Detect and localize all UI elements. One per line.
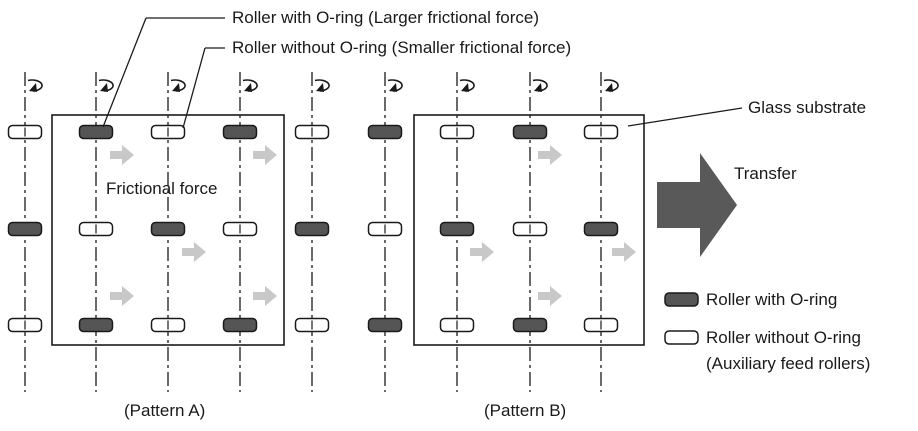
roller-with-oring <box>294 221 330 237</box>
glass-substrate-pattern-a <box>51 114 285 346</box>
roller-without-oring <box>222 221 258 237</box>
roller-with-oring <box>512 124 548 140</box>
callout-leader-without-oring <box>182 47 206 129</box>
rotation-arrow-icon <box>532 79 548 92</box>
roller-without-oring <box>150 317 186 333</box>
roller-without-oring <box>7 317 43 333</box>
roller-with-oring <box>78 124 114 140</box>
callout-leader-with-oring <box>102 17 147 128</box>
roller-without-oring <box>439 317 475 333</box>
roller-without-oring <box>7 124 43 140</box>
roller-with-oring <box>583 221 619 237</box>
transfer-arrow <box>657 153 737 257</box>
legend-label-with-oring: Roller with O-ring <box>706 290 838 309</box>
roller-without-oring <box>294 124 330 140</box>
roller-with-oring <box>78 317 114 333</box>
legend-label-without-oring: Roller without O-ring <box>706 328 861 347</box>
friction-arrow-icon <box>538 286 562 306</box>
transfer-label: Transfer <box>734 164 797 183</box>
friction-arrows <box>110 145 636 306</box>
roller-with-oring <box>367 317 403 333</box>
friction-arrow-icon <box>470 242 494 262</box>
friction-arrow-icon <box>110 145 134 165</box>
roller-without-oring <box>150 124 186 140</box>
roller-with-oring <box>7 221 43 237</box>
with-oring-callout-label: Roller with O-ring (Larger frictional fo… <box>232 8 540 27</box>
roller-with-oring <box>512 317 548 333</box>
rotation-arrow-icon <box>387 79 403 92</box>
rotation-icons <box>27 79 619 92</box>
without-oring-callout-label: Roller without O-ring (Smaller frictiona… <box>232 38 572 57</box>
roller-without-oring <box>439 124 475 140</box>
pattern-b-label: (Pattern B) <box>484 401 567 420</box>
frictional-force-label: Frictional force <box>106 179 218 198</box>
rotation-arrow-icon <box>242 79 258 92</box>
roller-without-oring <box>512 221 548 237</box>
roller-without-oring <box>367 221 403 237</box>
glass-substrate-pattern-b <box>413 114 645 346</box>
rotation-arrow-icon <box>98 79 114 92</box>
friction-arrow-icon <box>253 286 277 306</box>
roller-without-oring <box>583 124 619 140</box>
legend-label-auxiliary: (Auxiliary feed rollers) <box>706 354 871 373</box>
pattern-a-label: (Pattern A) <box>124 401 206 420</box>
rotation-arrow-icon <box>170 79 186 92</box>
roller-with-oring <box>222 317 258 333</box>
roller-without-oring <box>78 221 114 237</box>
roller-without-oring <box>583 317 619 333</box>
friction-arrow-icon <box>612 242 636 262</box>
glass-substrate-label: Glass substrate <box>748 98 867 117</box>
roller-with-oring <box>439 221 475 237</box>
rotation-arrow-icon <box>314 79 330 92</box>
rollers <box>7 124 619 333</box>
roller-with-oring <box>150 221 186 237</box>
rotation-arrow-icon <box>27 79 43 92</box>
callout-leader-glass-substrate <box>627 107 743 127</box>
friction-arrow-icon <box>182 242 206 262</box>
rotation-arrow-icon <box>603 79 619 92</box>
callout-lines <box>102 17 743 129</box>
legend-swatch-with-oring <box>664 292 699 307</box>
friction-arrow-icon <box>110 286 134 306</box>
legend-swatches <box>664 292 699 345</box>
rotation-arrow-icon <box>459 79 475 92</box>
friction-arrow-icon <box>253 145 277 165</box>
roller-with-oring <box>222 124 258 140</box>
roller-with-oring <box>367 124 403 140</box>
roller-without-oring <box>294 317 330 333</box>
friction-arrow-icon <box>538 145 562 165</box>
legend-swatch-without-oring <box>664 330 699 345</box>
